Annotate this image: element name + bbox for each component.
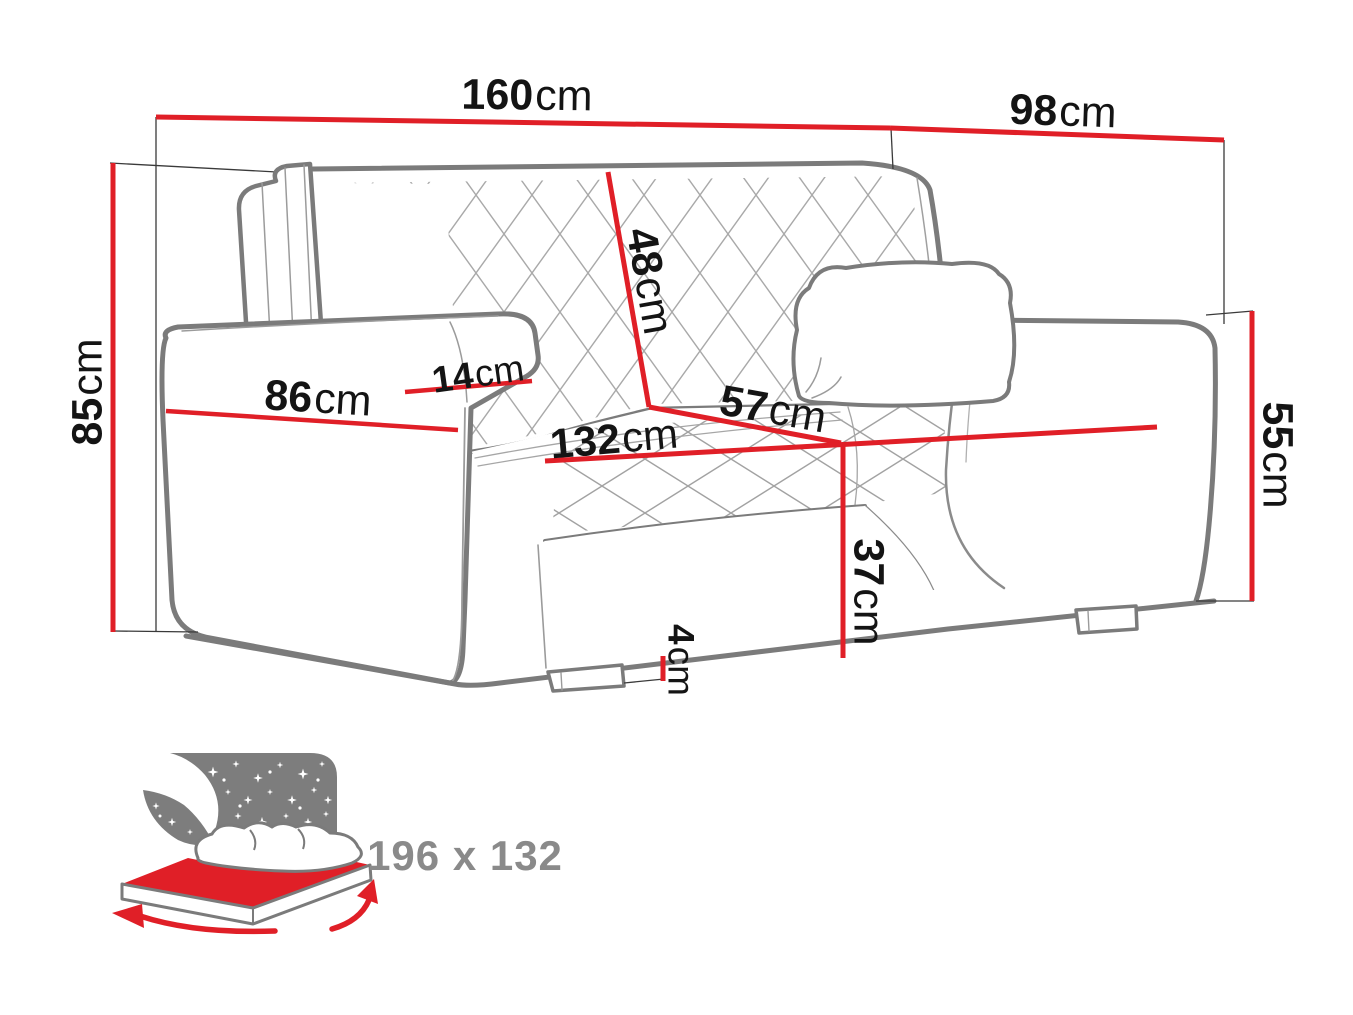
dim-line-132 (544, 424, 1158, 464)
dim-label-total-width: 160cm (461, 70, 593, 121)
dim-label-leg-height: 4cm (660, 624, 702, 696)
dim-value: 160 (461, 70, 534, 120)
dim-value: 98 (1008, 85, 1059, 136)
sofa-right-leg (1074, 604, 1139, 635)
dim-line-57 (648, 404, 842, 446)
dim-value: 14 (429, 354, 476, 401)
dim-value: 4 (660, 624, 702, 645)
bed-mattress-sides (120, 863, 373, 926)
dim-unit: cm (472, 347, 527, 395)
dim-unit: cm (534, 71, 593, 121)
dim-label-seat-height: 37cm (844, 538, 893, 646)
bed-duvet (194, 821, 363, 873)
dim-unit: cm (625, 273, 683, 338)
dim-value: 85 (63, 397, 112, 446)
dim-unit: cm (312, 374, 373, 426)
sofa-illustration (159, 160, 1218, 693)
dim-line-86 (165, 408, 459, 433)
dim-unit: cm (1058, 87, 1118, 138)
dim-value: 55 (1253, 401, 1302, 450)
sofa-pillow (791, 260, 1017, 408)
dim-unit: cm (63, 338, 112, 396)
dim-label-armrest-depth: 86cm (263, 371, 373, 426)
dim-value: 132 (548, 414, 623, 468)
dim-value: 37 (844, 538, 893, 587)
dim-line-160 (155, 114, 891, 131)
starry-night-panel (170, 753, 337, 847)
dim-value: 57 (716, 376, 772, 433)
dimension-lines (110, 114, 1255, 681)
dim-unit: cm (765, 385, 831, 443)
sofa-front-leg (546, 663, 626, 693)
sleep-function-bed-icon (112, 753, 378, 935)
sofa-legs (546, 604, 1139, 693)
starry-crescent-shape (143, 790, 214, 846)
sofa-base (455, 506, 1214, 684)
unfold-arrows (112, 879, 378, 935)
dim-line-14 (404, 378, 533, 395)
dim-line-48 (605, 171, 652, 408)
sleeping-area-label: 196 x 132 (367, 832, 563, 879)
dim-label-total-height: 85cm (63, 338, 112, 446)
sofa-headrest-panel (236, 161, 325, 341)
dim-label-armrest-height: 55cm (1253, 401, 1302, 509)
dim-label-total-depth: 98cm (1008, 85, 1118, 138)
dim-unit: cm (619, 409, 680, 462)
extension-lines-back (109, 117, 296, 631)
dim-unit: cm (1253, 451, 1302, 509)
dim-value: 86 (263, 371, 314, 423)
dim-line-98 (889, 125, 1225, 143)
sofa-bottom-edge (183, 598, 1217, 688)
dim-unit: cm (844, 588, 893, 646)
dim-value: 48 (616, 223, 673, 280)
dim-unit: cm (660, 646, 702, 696)
dim-label-seat-width: 132cm (548, 409, 680, 468)
extension-lines-front (113, 127, 1254, 684)
